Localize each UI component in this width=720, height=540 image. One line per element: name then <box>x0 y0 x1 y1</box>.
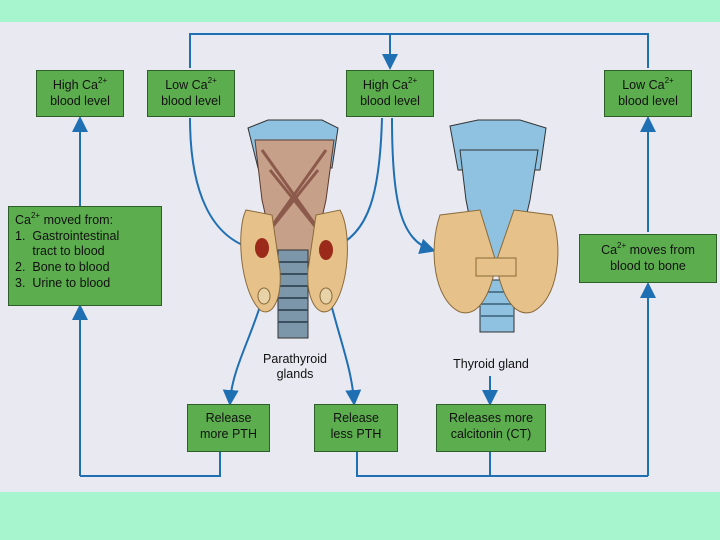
box-text: Low Ca <box>165 78 208 92</box>
box-text: Release <box>205 411 252 425</box>
box-text: blood level <box>161 93 221 108</box>
thyroid-gland-label: Thyroid gland <box>436 357 546 372</box>
box-text: Releases more <box>448 411 534 425</box>
list-item: tract to blood <box>15 244 105 259</box>
box-text: blood level <box>50 93 110 108</box>
box-text: High Ca <box>52 78 99 92</box>
list-item: 3. Urine to blood <box>15 275 111 290</box>
superscript: 2+ <box>664 76 674 85</box>
less-pth-return-line <box>356 452 648 477</box>
superscript: 2+ <box>408 76 418 85</box>
low-ca-blood-level-box-left: Low Ca2+ blood level <box>147 70 235 117</box>
top-connector-line <box>189 33 649 68</box>
box-text: moves from <box>626 243 695 257</box>
box-text: blood level <box>618 93 678 108</box>
box-text: less PTH <box>330 426 382 441</box>
thyroid-illustration <box>433 119 559 333</box>
release-more-pth-box: Release more PTH <box>187 404 270 452</box>
box-text: blood level <box>360 93 420 108</box>
box-text: Ca <box>601 243 618 257</box>
box-text: Ca <box>15 213 31 227</box>
high-ca-blood-level-box-mid: High Ca2+ blood level <box>346 70 434 117</box>
box-text: more PTH <box>200 426 257 441</box>
superscript: 2+ <box>207 76 217 85</box>
arrow-to-release-less <box>329 299 362 406</box>
parathyroid-illustration <box>240 119 348 339</box>
releases-calcitonin-box: Releases more calcitonin (CT) <box>436 404 546 452</box>
box-text: blood to bone <box>610 258 686 273</box>
ca-moved-from-box: Ca2+ moved from: 1. Gastrointestinal tra… <box>8 206 162 306</box>
pth-return-line <box>80 452 221 477</box>
label-text: Parathyroid <box>263 352 327 366</box>
ca-moves-to-bone-box: Ca2+ moves from blood to bone <box>579 234 717 283</box>
box-text: Release <box>333 411 379 425</box>
high-ca-blood-level-box-left: High Ca2+ blood level <box>36 70 124 117</box>
arrow-high-to-thyroid <box>391 117 436 255</box>
box-text: High Ca <box>362 78 409 92</box>
superscript: 2+ <box>30 211 41 220</box>
list-item: 1. Gastrointestinal <box>15 228 120 243</box>
superscript: 2+ <box>617 241 627 250</box>
arrow-to-release-more <box>222 299 263 406</box>
label-text: Thyroid gland <box>453 357 529 371</box>
superscript: 2+ <box>98 76 108 85</box>
box-text: calcitonin (CT) <box>450 426 532 441</box>
list-item: 2. Bone to blood <box>15 259 110 274</box>
box-text: moved from: <box>40 213 114 227</box>
parathyroid-glands-label: Parathyroid glands <box>250 352 340 382</box>
box-text: Low Ca <box>622 78 665 92</box>
label-text: glands <box>276 367 314 381</box>
release-less-pth-box: Release less PTH <box>314 404 398 452</box>
low-ca-blood-level-box-right: Low Ca2+ blood level <box>604 70 692 117</box>
